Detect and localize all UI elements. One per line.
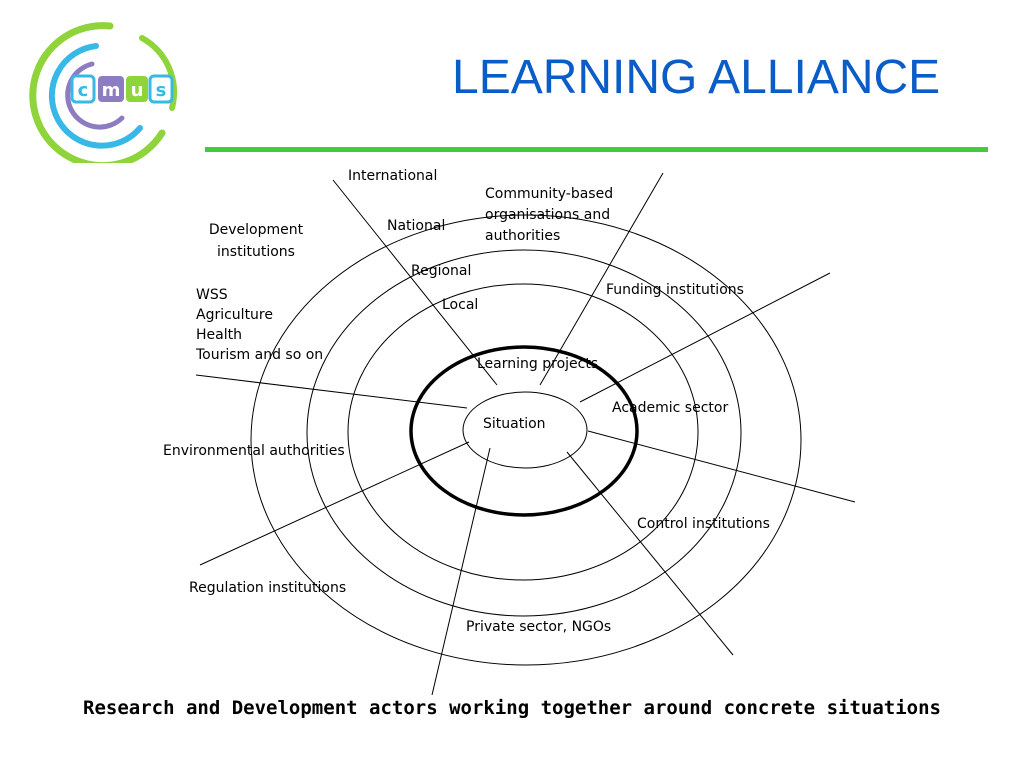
logo-letter-u: u xyxy=(131,80,144,101)
learning-projects-ring xyxy=(409,345,639,517)
spoke-regulation xyxy=(199,441,470,566)
slide-caption: Research and Development actors working … xyxy=(83,697,941,719)
logo-letter-c: c xyxy=(78,80,89,101)
slide-title: LEARNING ALLIANCE xyxy=(452,51,941,104)
label-environmental-authorities: Environmental authorities xyxy=(163,443,345,459)
label-funding-institutions: Funding institutions xyxy=(606,282,744,298)
label-sectors: WSS Agriculture Health Tourism and so on xyxy=(196,287,324,363)
label-international: International xyxy=(348,168,438,184)
label-development-institutions: Development institutions xyxy=(208,222,304,260)
label-academic-sector: Academic sector xyxy=(612,400,729,416)
label-regional: Regional xyxy=(411,263,472,279)
label-national: National xyxy=(387,218,446,234)
spoke-international xyxy=(332,179,498,386)
situation-ellipse xyxy=(462,391,588,469)
label-control-institutions: Control institutions xyxy=(637,516,770,532)
national-ring xyxy=(306,249,742,617)
logo-letter-m: m xyxy=(102,80,121,101)
cmus-logo: c m u s xyxy=(22,18,182,170)
spoke-control xyxy=(566,451,734,656)
label-community-based: Community-based organisations and author… xyxy=(485,186,614,244)
spoke-development xyxy=(195,374,468,409)
spoke-funding xyxy=(579,272,831,403)
label-local: Local xyxy=(442,297,479,313)
spoke-academic xyxy=(587,430,856,503)
label-situation: Situation xyxy=(483,416,546,432)
international-ring xyxy=(250,214,802,666)
label-learning-projects: Learning projects xyxy=(477,356,599,372)
logo-letter-s: s xyxy=(156,80,167,101)
label-regulation-institutions: Regulation institutions xyxy=(189,580,347,596)
spoke-private xyxy=(431,447,491,696)
label-private-sector: Private sector, NGOs xyxy=(466,619,612,635)
spoke-community xyxy=(539,172,664,386)
regional-ring xyxy=(347,283,699,581)
title-underline xyxy=(205,147,988,152)
